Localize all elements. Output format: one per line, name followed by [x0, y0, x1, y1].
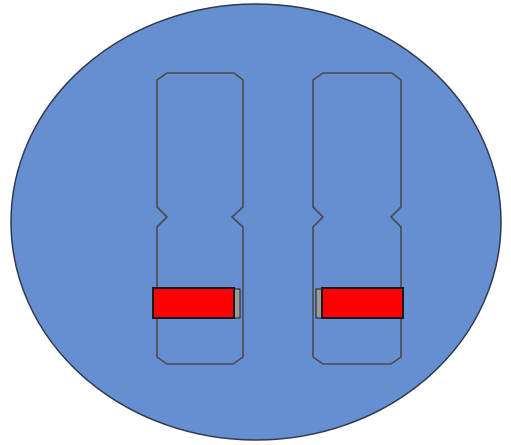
cell-membrane [11, 4, 501, 440]
red-band-left [153, 288, 234, 318]
red-band-right [322, 288, 403, 318]
